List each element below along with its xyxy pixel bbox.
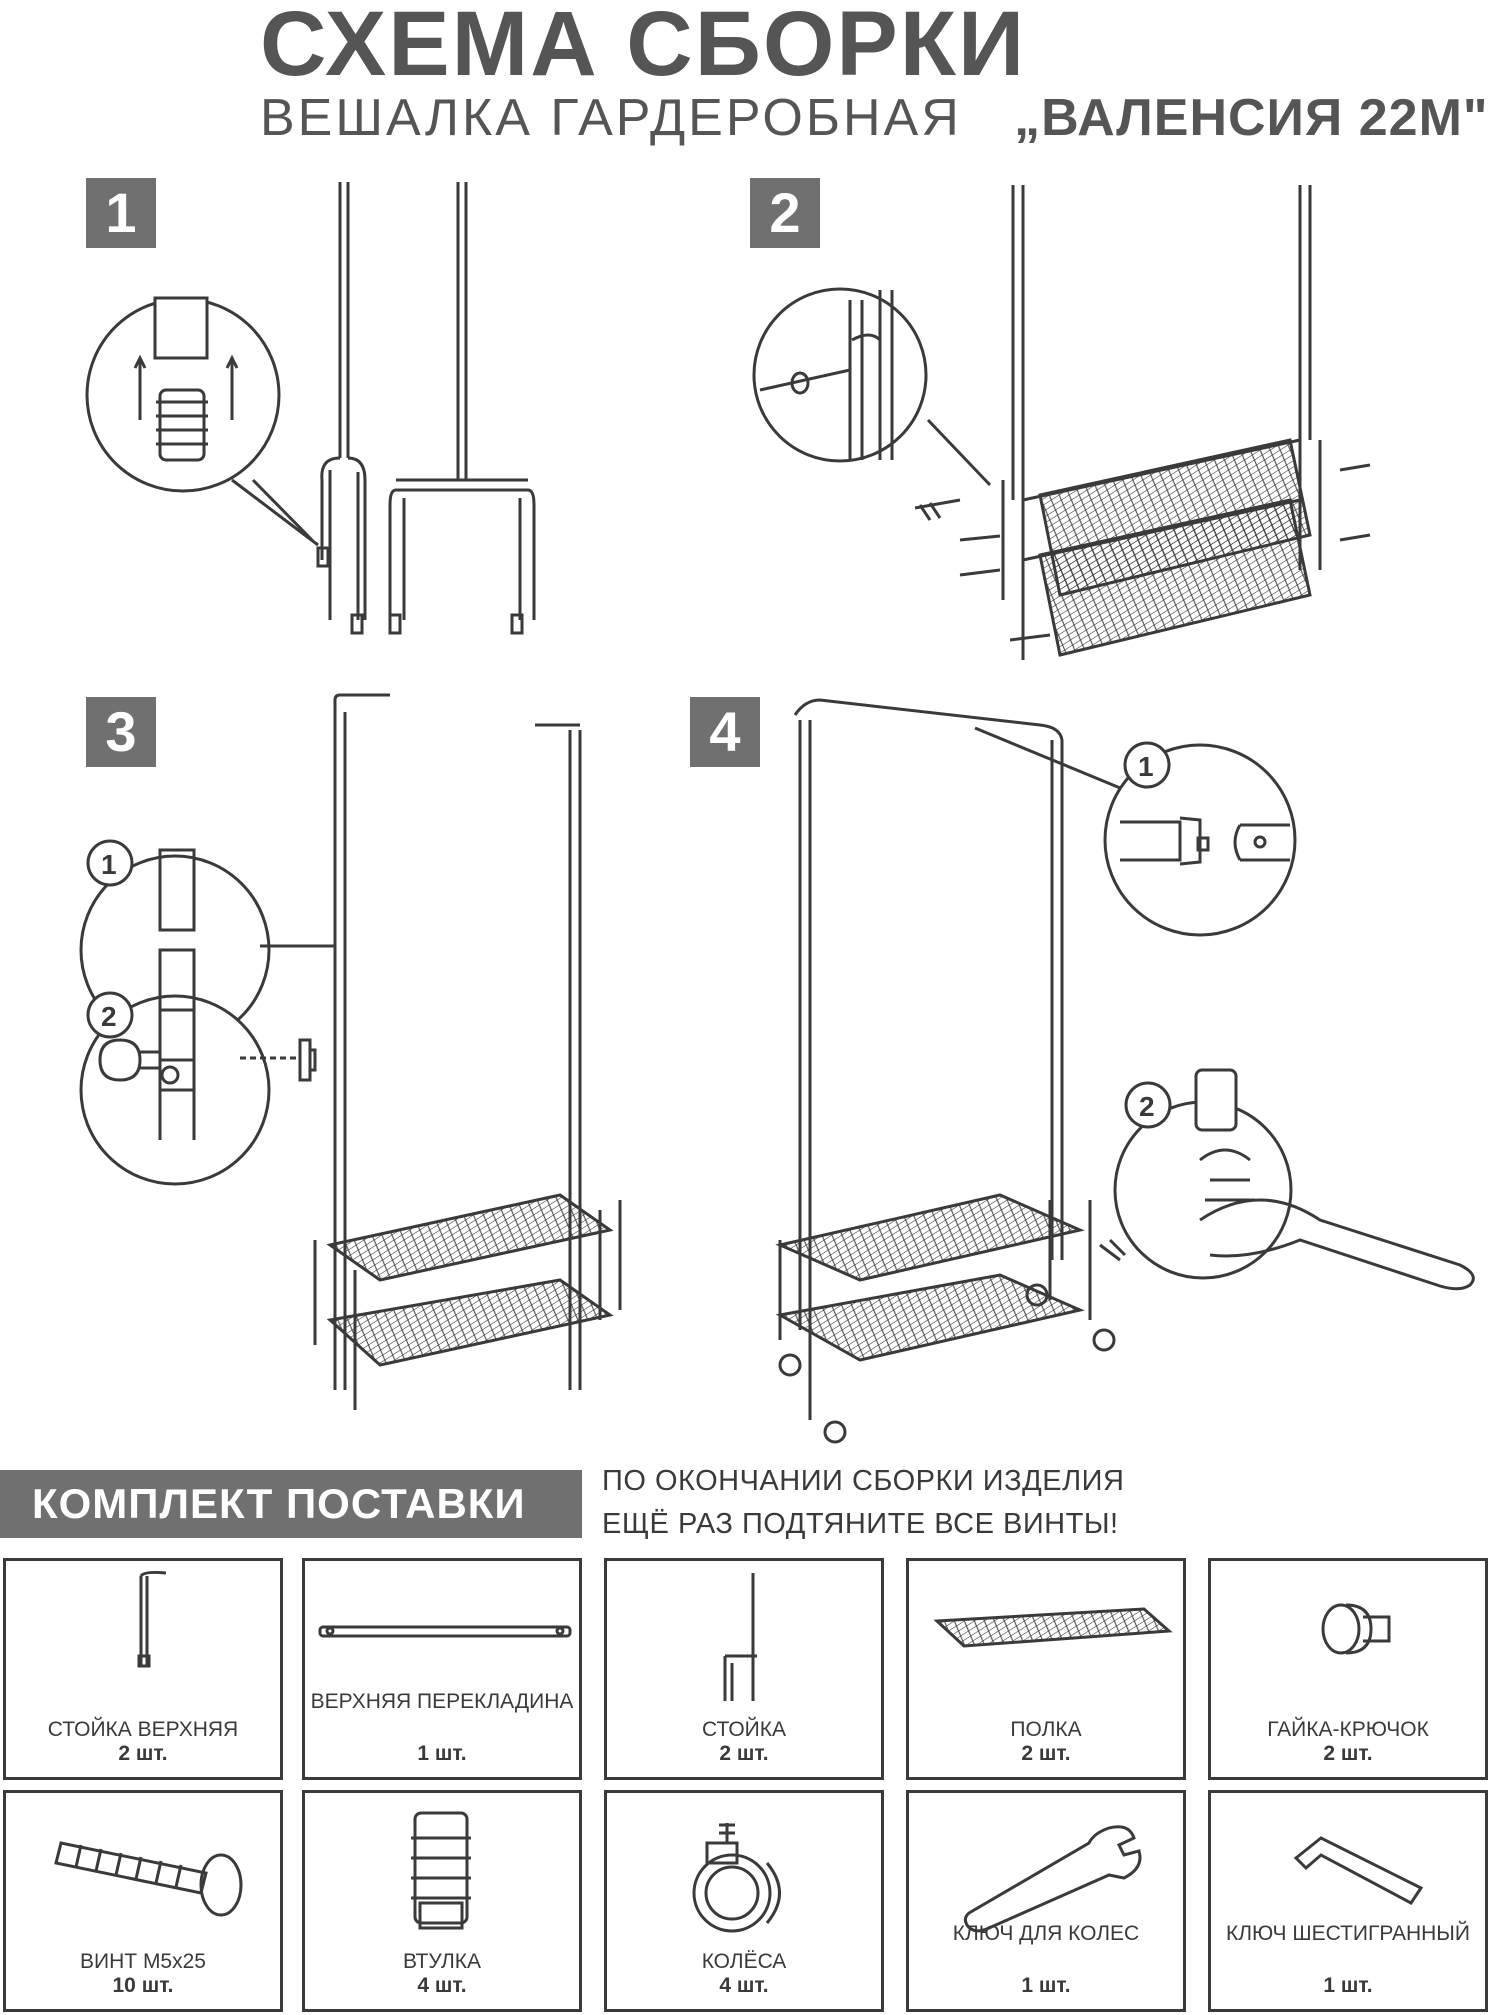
- kit-item-label: ГАЙКА-КРЮЧОК: [1267, 1718, 1429, 1741]
- kit-item-qty: 2 шт.: [1323, 1742, 1373, 1765]
- kit-item-qty: 2 шт.: [1021, 1742, 1071, 1765]
- kit-item-label: ПОЛКА: [1010, 1718, 1082, 1741]
- kit-item-shelf: ПОЛКА 2 шт.: [906, 1558, 1186, 1780]
- top-crossbar-icon: [318, 1625, 572, 1638]
- kit-item-qty: 1 шт.: [1021, 1974, 1071, 1997]
- step-3-illustration: [79, 693, 622, 1410]
- upper-post-icon: [137, 1570, 167, 1668]
- kit-item-label: КЛЮЧ ДЛЯ КОЛЕС: [952, 1922, 1140, 1945]
- kit-item-hook-nut: ГАЙКА-КРЮЧОК 2 шт.: [1208, 1558, 1488, 1780]
- page-subtitle: ВЕШАЛКА ГАРДЕРОБНАЯ „ВАЛЕНСИЯ 22М": [260, 88, 1489, 148]
- kit-item-top-crossbar: ВЕРХНЯЯ ПЕРЕКЛАДИНА 1 шт.: [302, 1558, 582, 1780]
- step-1-badge: 1: [86, 178, 156, 248]
- kit-item-wheel-wrench: КЛЮЧ ДЛЯ КОЛЕС 1 шт.: [906, 1790, 1186, 2012]
- callout-3-1: 1: [86, 839, 134, 887]
- kit-title: КОМПЛЕКТ ПОСТАВКИ: [0, 1470, 582, 1538]
- kit-item-qty: 1 шт.: [417, 1742, 467, 1765]
- assembly-diagram: 1 2 1 2: [79, 182, 1475, 1444]
- step-3-badge: 3: [86, 697, 156, 767]
- shelf-icon: [933, 1607, 1173, 1648]
- step-4-badge: 4: [690, 697, 760, 767]
- kit-item-qty: 2 шт.: [118, 1742, 168, 1765]
- kit-item-label: ВИНТ М5х25: [80, 1950, 206, 1973]
- kit-item-qty: 1 шт.: [1323, 1974, 1373, 1997]
- step-1-illustration: [85, 182, 536, 635]
- kit-item-qty: 4 шт.: [719, 1974, 769, 1997]
- step-2-illustration: [752, 185, 1371, 660]
- kit-item-qty: 4 шт.: [417, 1974, 467, 1997]
- callout-3-2-number: 2: [101, 1001, 117, 1032]
- kit-item-label: КОЛЁСА: [701, 1950, 787, 1973]
- step-2-badge: 2: [750, 178, 820, 248]
- kit-item-label: СТОЙКА: [701, 1718, 787, 1741]
- kit-item-label: СТОЙКА ВЕРХНЯЯ: [47, 1718, 239, 1741]
- wheel-icon: [692, 1823, 781, 1933]
- hex-key-icon: [1293, 1836, 1424, 1905]
- kit-item-bushing: ВТУЛКА 4 шт.: [302, 1790, 582, 2012]
- kit-item-qty: 10 шт.: [112, 1974, 174, 1997]
- kit-item-qty: 2 шт.: [719, 1742, 769, 1765]
- kit-item-upper-post: СТОЙКА ВЕРХНЯЯ 2 шт.: [3, 1558, 283, 1780]
- callout-4-1-number: 1: [1138, 751, 1154, 782]
- kit-item-screw: ВИНТ М5х25 10 шт.: [3, 1790, 283, 2012]
- step-4-illustration: [775, 698, 1475, 1444]
- kit-item-post: СТОЙКА 2 шт.: [604, 1558, 884, 1780]
- callout-3-2: 2: [86, 991, 134, 1039]
- kit-item-hex-key: КЛЮЧ ШЕСТИГРАННЫЙ 1 шт.: [1208, 1790, 1488, 2012]
- kit-item-label: ВЕРХНЯЯ ПЕРЕКЛАДИНА: [310, 1690, 574, 1713]
- kit-item-label: КЛЮЧ ШЕСТИГРАННЫЙ: [1225, 1922, 1470, 1945]
- product-model: „ВАЛЕНСИЯ 22М": [1014, 89, 1489, 147]
- wheel-wrench-icon: [963, 1825, 1142, 1933]
- hook-nut-icon: [1321, 1603, 1391, 1655]
- callout-4-2: 2: [1124, 1081, 1172, 1129]
- callout-4-1: 1: [1123, 741, 1171, 789]
- callout-4-2-number: 2: [1139, 1091, 1155, 1122]
- page-title: СХЕМА СБОРКИ: [260, 0, 1027, 95]
- note-line-2: ЕЩЁ РАЗ ПОДТЯНИТЕ ВСЕ ВИНТЫ!: [602, 1508, 1119, 1540]
- kit-item-label: ВТУЛКА: [402, 1950, 482, 1973]
- post-icon: [723, 1573, 757, 1701]
- note-line-1: ПО ОКОНЧАНИИ СБОРКИ ИЗДЕЛИЯ: [602, 1465, 1125, 1497]
- bushing-icon: [411, 1811, 471, 1930]
- screw-icon: [54, 1841, 243, 1917]
- callout-3-1-number: 1: [101, 849, 117, 880]
- product-type: ВЕШАЛКА ГАРДЕРОБНАЯ: [260, 89, 962, 147]
- kit-item-wheel: КОЛЁСА 4 шт.: [604, 1790, 884, 2012]
